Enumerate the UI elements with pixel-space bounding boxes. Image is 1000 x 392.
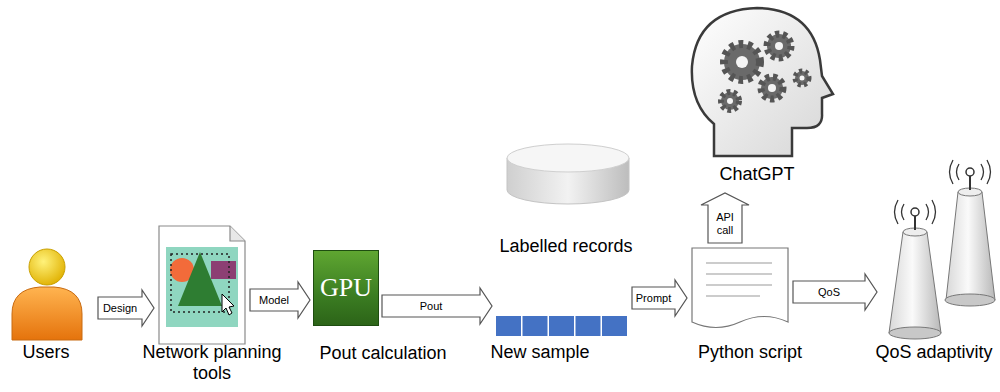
block-arrow <box>382 288 492 324</box>
node-caption: Network planning tools <box>136 342 288 384</box>
arrow-label: Model <box>259 294 289 307</box>
sample-bar <box>496 316 627 336</box>
node-caption: Python script <box>698 342 802 363</box>
node-caption: Users <box>22 342 69 363</box>
ai-head-icon <box>692 8 833 156</box>
block-arrow <box>701 193 749 243</box>
arrow-label: Pout <box>420 300 443 313</box>
block-arrow <box>632 280 687 316</box>
node-caption: ChatGPT <box>719 164 794 185</box>
arrow-label: Prompt <box>636 292 671 305</box>
node-caption: New sample <box>490 342 589 363</box>
chatgpt-node: ChatGPT <box>688 4 834 190</box>
gpu-box: GPUPout calculation <box>313 250 379 326</box>
node-caption: Pout calculation <box>319 343 446 364</box>
antenna-node: QoS adaptivity <box>880 165 998 337</box>
sample-cell <box>523 316 548 336</box>
arrow-label: API call <box>712 211 738 237</box>
arrow-label: Design <box>103 302 137 315</box>
sample-cell <box>602 316 627 336</box>
sample-cell <box>576 316 601 336</box>
script-node: Python script <box>690 246 790 334</box>
node-caption: QoS adaptivity <box>875 342 992 363</box>
user-icon <box>12 249 82 340</box>
planning-document-icon <box>159 226 245 344</box>
database-cylinder <box>507 144 629 204</box>
script-document-icon <box>692 248 788 328</box>
user-node: Users <box>10 248 95 340</box>
block-arrow <box>98 290 154 326</box>
planning-tool-node: Network planning tools <box>157 224 247 346</box>
block-arrow <box>250 282 310 318</box>
box-label: GPU <box>320 273 372 303</box>
sample-node: New sample <box>495 314 629 338</box>
database-node: Labelled records <box>505 142 631 206</box>
node-caption: Labelled records <box>499 236 632 257</box>
antenna-towers <box>889 160 995 339</box>
sample-cell <box>549 316 574 336</box>
sample-cell <box>496 316 521 336</box>
block-arrow <box>793 274 877 310</box>
arrow-label: QoS <box>818 286 840 299</box>
